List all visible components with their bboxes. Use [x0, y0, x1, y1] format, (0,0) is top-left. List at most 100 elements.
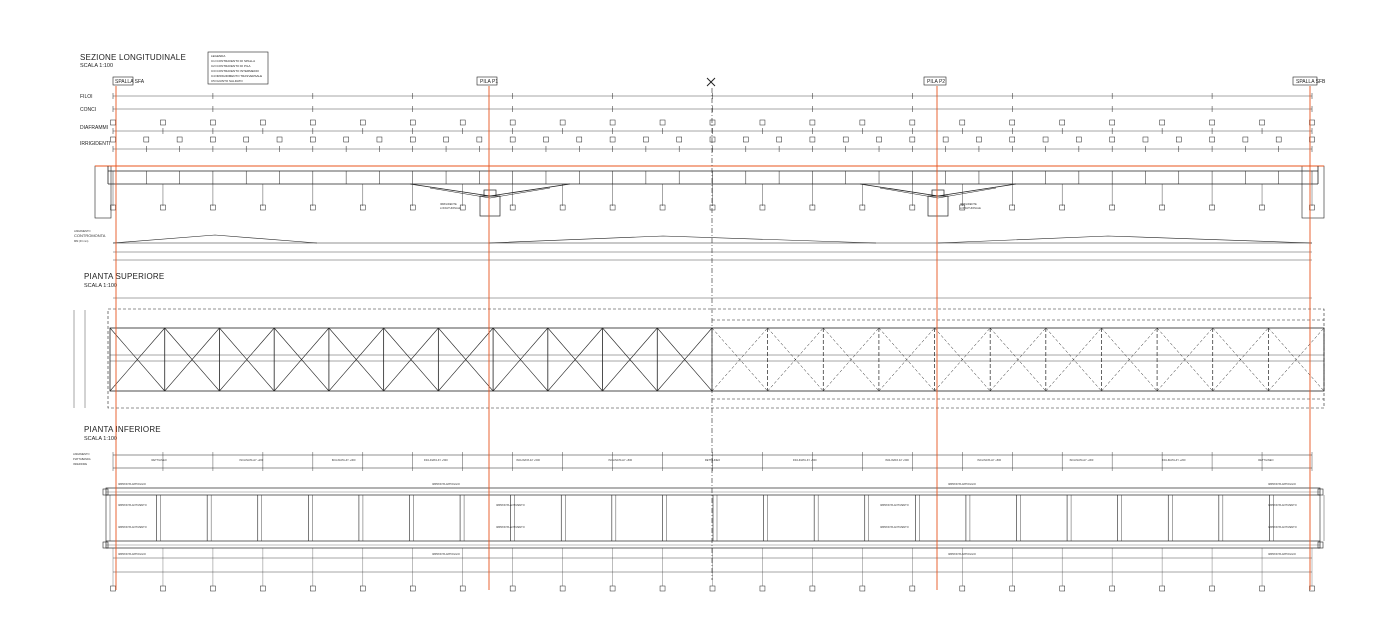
bracing-diagonal: [438, 327, 494, 392]
camber-label-1: ANDAMENTO: [74, 229, 91, 233]
diaphragm-tag: [709, 204, 716, 211]
diaphragm-marker: [709, 119, 716, 126]
diaphragm-tag: [310, 204, 316, 211]
bracing-diagonal-hidden: [711, 327, 768, 392]
stiffener-marker: [1309, 136, 1315, 143]
diaphragm-tag: [609, 204, 616, 211]
flange-segment-label: INCLINATA ΔY +500: [424, 458, 448, 462]
diaphragm-tag: [210, 204, 216, 211]
diaphragm-marker: [1059, 119, 1065, 126]
diaphragm-tag: [110, 204, 116, 211]
bracing-diagonal: [492, 327, 549, 392]
legend-item: C1=CONTRAVENTO DI SPALLA: [211, 59, 255, 63]
diaphragm-marker: [959, 119, 966, 126]
flange-segment-label: INCLINATA ΔY +300: [332, 458, 356, 462]
diaphragm-tag: [859, 204, 866, 211]
stiffener-marker: [376, 136, 383, 143]
midspan-cross-icon: [706, 77, 716, 87]
stiffener-marker: [1275, 136, 1282, 143]
diaphragm-marker: [1309, 119, 1315, 126]
bottom-tag: [1109, 585, 1115, 592]
diaphragm-tag: [909, 204, 916, 211]
stiffener-marker: [1076, 136, 1082, 143]
support-note-sfb-top: IMPRONTA APPOGGIO: [1268, 482, 1296, 486]
stiffener-marker: [743, 136, 749, 143]
bottom-tag: [1209, 585, 1215, 592]
support-tags: SPALLA SFA PILA P1 PILA P2 SPALLA SFB: [112, 76, 1326, 86]
diaphragm-tag: [959, 204, 966, 211]
diaphragm-marker: [410, 119, 416, 126]
diaphragm-tag: [1009, 204, 1015, 211]
bottom-tag: [310, 585, 316, 592]
bracing-diagonal: [602, 327, 658, 392]
section-title-longitudinal: SEZIONE LONGITUDINALE: [80, 53, 186, 62]
bracing-diagonal-hidden: [1156, 327, 1213, 392]
bottom-tag: [659, 585, 666, 592]
bracing-diagonal-hidden: [823, 327, 880, 392]
diaphragm-marker: [1109, 119, 1115, 126]
stiffener-marker: [1109, 136, 1115, 143]
support-note-sfa-mid: IMPRONTA ANTIVENTO: [118, 503, 147, 507]
stiffener-note-left-2: LONGITUDINALE: [440, 206, 461, 210]
bracing-diagonal-hidden: [1101, 327, 1158, 392]
diaphragm-marker: [1259, 119, 1265, 126]
camber-label-2: CONTROMONTA: [74, 233, 106, 238]
bottom-tag: [160, 585, 166, 592]
diaphragm-marker: [609, 119, 616, 126]
row-label-conci: CONCI: [80, 107, 96, 113]
flange-segment-label: RETTILINEO: [705, 458, 720, 462]
stiffener-marker: [842, 136, 849, 143]
stiffener-marker: [543, 136, 549, 143]
stiffener-marker: [276, 136, 283, 143]
bottom-tag: [1009, 585, 1015, 592]
stiffener-marker: [776, 136, 782, 143]
bottom-tag: [1159, 585, 1165, 592]
flange-segment-label: RETTILINEO: [151, 458, 166, 462]
stiffener-marker: [876, 136, 882, 143]
stiffener-marker: [110, 136, 116, 143]
section-title-top-plan: PIANTA SUPERIORE: [84, 272, 164, 281]
stiffener-marker: [509, 136, 516, 143]
bottom-tag: [959, 585, 966, 592]
diaphragm-tag: [1059, 204, 1065, 211]
bracing-diagonal-hidden: [1045, 327, 1102, 392]
stiffener-marker: [1242, 136, 1249, 143]
diaphragm-marker: [210, 119, 216, 126]
bottom-tag: [110, 585, 116, 592]
support-tag-p1: PILA P1: [480, 79, 498, 85]
stiffener-marker: [310, 136, 316, 143]
flange-segment-label: RETTILINEO: [1258, 458, 1273, 462]
bracing-diagonal: [219, 327, 275, 392]
bottom-tag: [1259, 585, 1265, 592]
stiffener-marker: [343, 136, 349, 143]
support-tag-p2: PILA P2: [927, 79, 945, 85]
diaphragm-marker: [360, 119, 366, 126]
support-note-sfb-mid: IMPRONTA ANTIVENTO: [1268, 503, 1297, 507]
diaphragm-marker: [260, 119, 266, 126]
bottom-tag: [1059, 585, 1065, 592]
diaphragm-marker: [1209, 119, 1215, 126]
bottom-tag: [210, 585, 216, 592]
diaphragm-tag: [1209, 204, 1215, 211]
top-plan: [107, 308, 1325, 409]
support-tag-sfb: SPALLA SFB: [1296, 79, 1326, 85]
flange-segment-label: INCLINATA ΔY +500: [885, 458, 909, 462]
stiffener-marker: [210, 136, 216, 143]
stiffener-marker: [443, 136, 449, 143]
section-title-bottom-plan: PIANTA INFERIORE: [84, 425, 161, 434]
diaphragm-marker: [659, 119, 666, 126]
bottom-tag: [809, 585, 816, 592]
bottom-tag: [260, 585, 266, 592]
diaphragm-marker: [509, 119, 516, 126]
bottom-tag: [410, 585, 416, 592]
flange-segment-label: INCLINATA ΔY +500: [516, 458, 540, 462]
diaphragm-tag: [809, 204, 816, 211]
bottom-tag: [859, 585, 866, 592]
diaphragm-marker: [759, 119, 766, 126]
bracing-diagonal: [109, 327, 165, 392]
diaphragm-tag: [160, 204, 166, 211]
bracing-diagonal: [328, 327, 384, 392]
diaphragm-tag: [509, 204, 516, 211]
